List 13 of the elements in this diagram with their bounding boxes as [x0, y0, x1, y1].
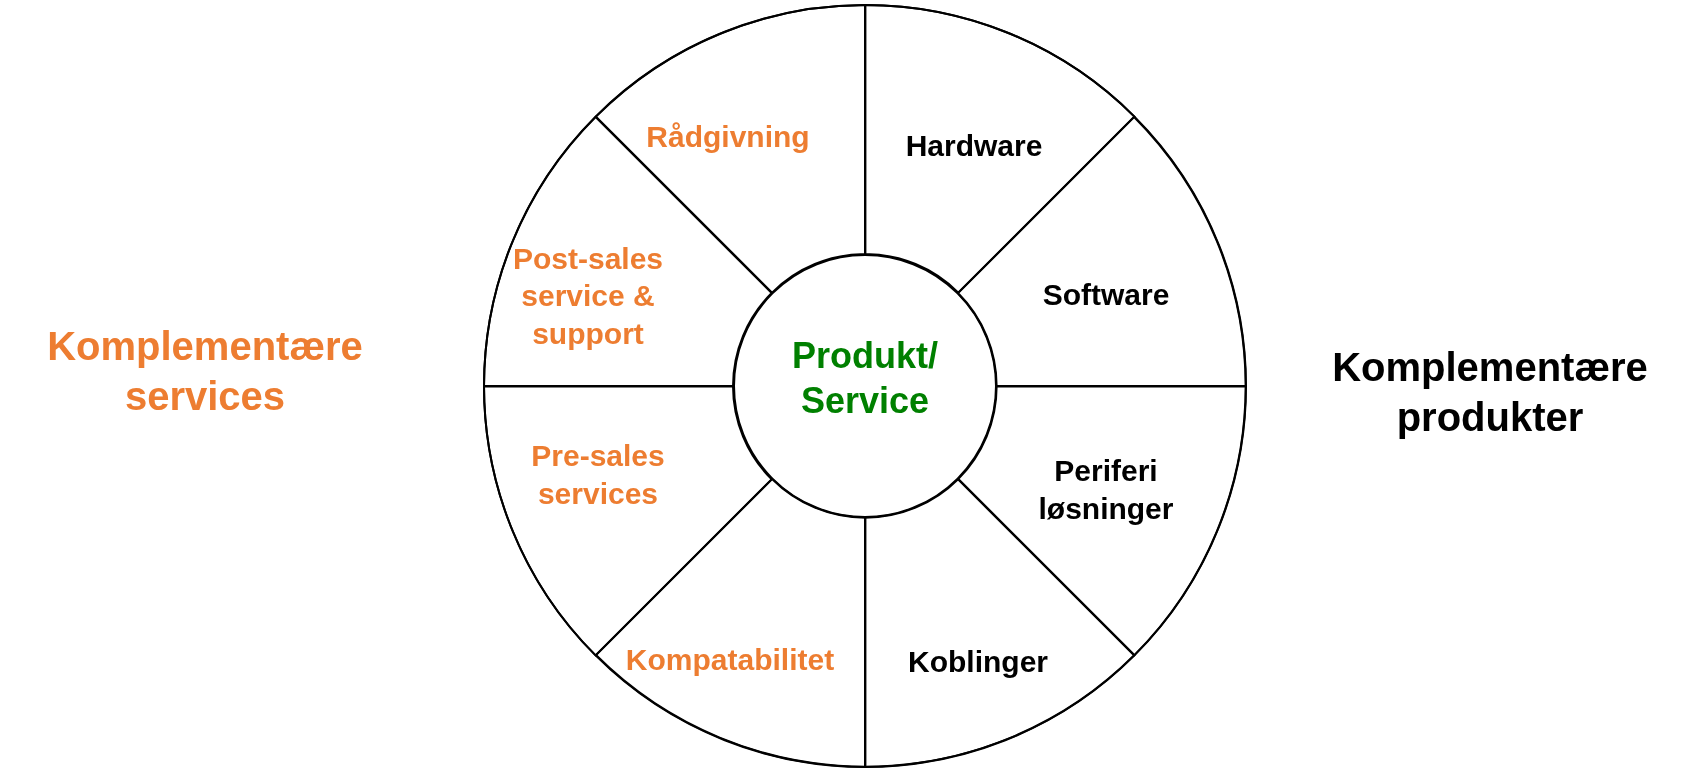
- side-heading: Komplementære produkter: [1331, 344, 1649, 441]
- segment-label: Hardware: [904, 128, 1044, 165]
- segment-label: Kompatabilitet: [624, 642, 836, 679]
- segment-label: Software: [1041, 277, 1171, 314]
- center-label: Produkt/ Service: [791, 334, 939, 423]
- segment-label: Post-sales service & support: [511, 240, 665, 352]
- center-circle: [733, 254, 997, 518]
- segment-label: Pre-sales services: [530, 437, 666, 511]
- segment-label: Rådgivning: [645, 119, 811, 156]
- segment-label: Koblinger: [907, 644, 1049, 681]
- side-heading: Komplementære services: [46, 323, 364, 420]
- wheel-circle: [483, 4, 1247, 768]
- segment-label: Periferi løsninger: [1037, 452, 1175, 527]
